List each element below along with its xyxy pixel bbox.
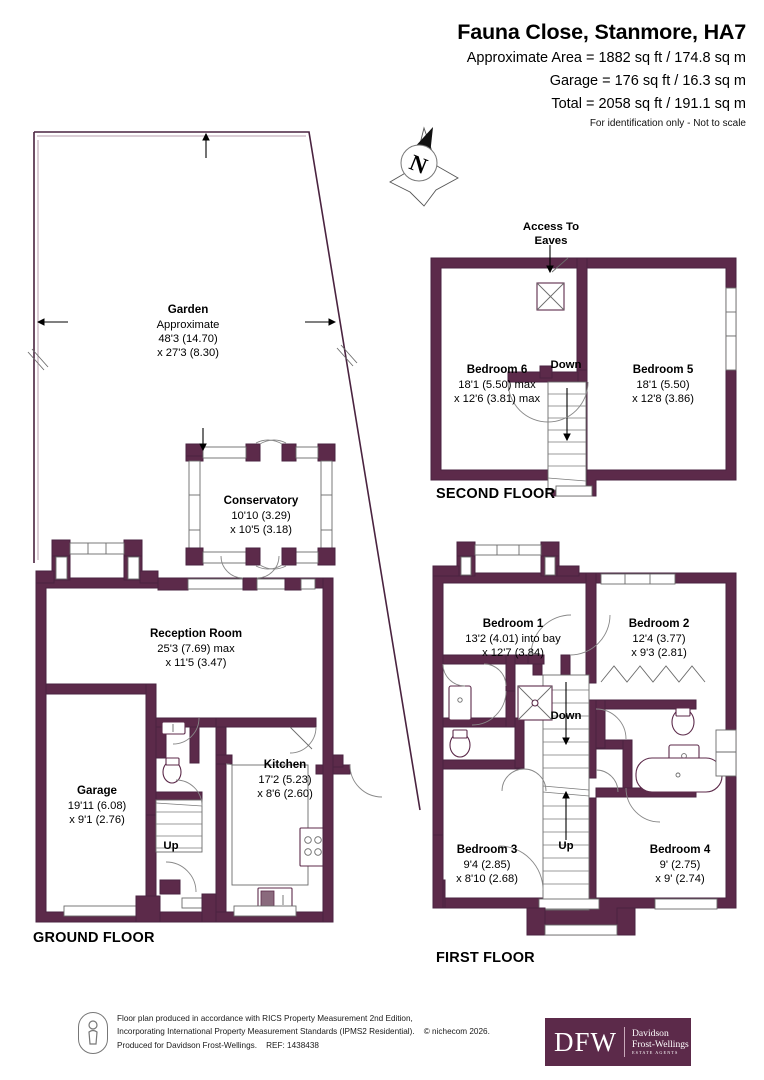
footer-line-1: Floor plan produced in accordance with R… xyxy=(117,1014,413,1023)
floor-label-first: FIRST FLOOR xyxy=(436,950,535,966)
scale-disclaimer: For identification only - Not to scale xyxy=(589,118,746,130)
footer-line-2: Incorporating International Property Mea… xyxy=(117,1027,415,1037)
footer-line-3: Produced for Davidson Frost-Wellings. xyxy=(117,1040,258,1050)
second-floor-plan xyxy=(430,245,737,497)
total-area-text: Total = 2058 sq ft / 191.1 sq m xyxy=(551,96,746,113)
room-label-bedroom-4: Bedroom 4 9' (2.75) x 9' (2.74) xyxy=(649,843,711,886)
first-floor-plan xyxy=(432,541,737,936)
stair-label-down-second: Down xyxy=(550,359,582,371)
room-label-bedroom-6: Bedroom 6 18'1 (5.50) max x 12'6 (3.81) … xyxy=(453,363,541,406)
floor-label-ground: GROUND FLOOR xyxy=(33,930,155,946)
ground-floor-stairs xyxy=(155,799,203,853)
stair-label-up-first: Up xyxy=(558,840,574,852)
page-title: Fauna Close, Stanmore, HA7 xyxy=(457,20,746,44)
logo-tagline: ESTATE AGENTS xyxy=(632,1050,679,1056)
stair-label-down-first: Down xyxy=(550,710,582,722)
conservatory-structure xyxy=(185,428,336,570)
room-label-bedroom-1: Bedroom 1 13'2 (4.01) into bay x 12'7 (3… xyxy=(465,617,561,660)
logo-name-line-2: Frost-Wellings xyxy=(632,1039,689,1051)
room-label-conservatory: Conservatory 10'10 (3.29) x 10'5 (3.18) xyxy=(223,494,299,537)
logo-divider xyxy=(624,1027,625,1057)
logo-company-name: Davidson Frost-Wellings ESTATE AGENTS xyxy=(625,1028,689,1057)
dfw-logo: DFW Davidson Frost-Wellings ESTATE AGENT… xyxy=(545,1018,691,1066)
access-to-eaves-label: Access To Eaves xyxy=(522,221,580,247)
ground-floor-plan xyxy=(35,539,383,923)
stair-label-up-ground: Up xyxy=(163,840,179,852)
garage-area-text: Garage = 176 sq ft / 16.3 sq m xyxy=(549,73,746,90)
north-arrow-icon: N xyxy=(389,126,459,207)
room-label-bedroom-5: Bedroom 5 18'1 (5.50) x 12'8 (3.86) xyxy=(632,363,694,406)
room-label-bedroom-2: Bedroom 2 12'4 (3.77) x 9'3 (2.81) xyxy=(628,617,690,660)
floor-label-second: SECOND FLOOR xyxy=(436,486,556,502)
room-label-kitchen: Kitchen 17'2 (5.23) x 8'6 (2.60) xyxy=(257,758,313,801)
garden-boundary xyxy=(27,131,421,811)
room-label-garage: Garage 19'11 (6.08) x 9'1 (2.76) xyxy=(67,784,127,827)
footer-disclaimer: Floor plan produced in accordance with R… xyxy=(78,1012,490,1054)
footer-reference: REF: 1438438 xyxy=(266,1040,319,1050)
room-label-garden: Garden Approximate 48'3 (14.70) x 27'3 (… xyxy=(156,303,220,360)
plan-header: Fauna Close, Stanmore, HA7 Approximate A… xyxy=(457,20,746,129)
room-label-bedroom-3: Bedroom 3 9'4 (2.85) x 8'10 (2.68) xyxy=(456,843,518,886)
second-floor-stairs xyxy=(547,381,587,491)
logo-name-line-1: Davidson xyxy=(632,1027,669,1039)
footer-copyright: © nichecom 2026. xyxy=(423,1027,490,1037)
room-label-reception-room: Reception Room 25'3 (7.69) max x 11'5 (3… xyxy=(149,627,243,670)
person-icon xyxy=(78,1012,108,1054)
approximate-area-text: Approximate Area = 1882 sq ft / 174.8 sq… xyxy=(466,50,746,66)
logo-monogram: DFW xyxy=(554,1026,617,1057)
